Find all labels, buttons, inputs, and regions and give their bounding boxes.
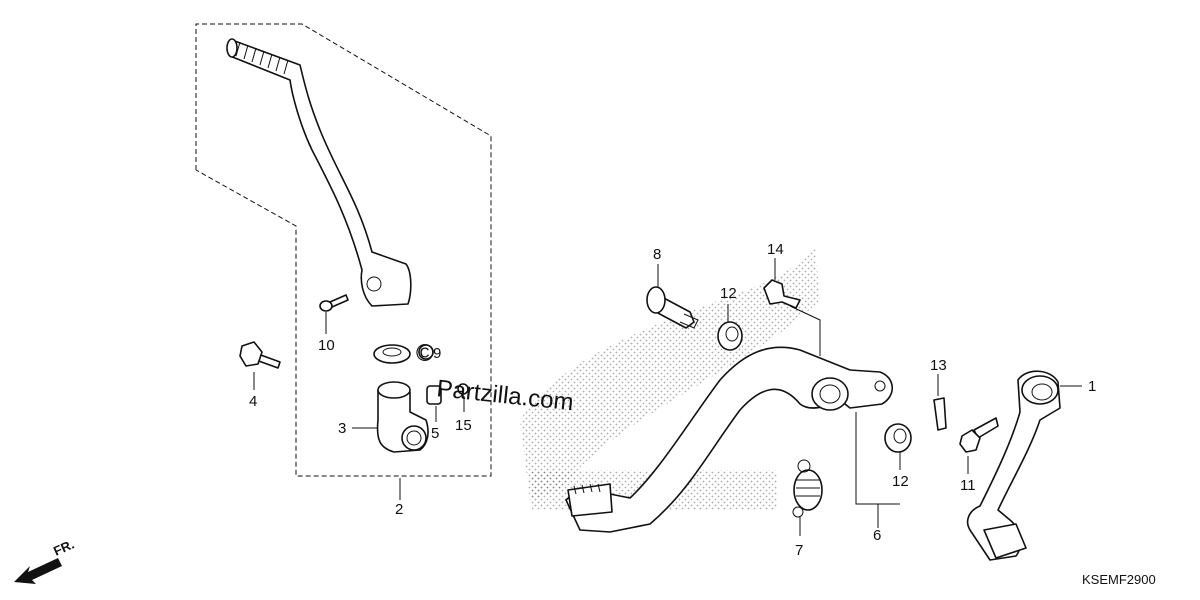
kick-starter-group-outline bbox=[195, 23, 492, 477]
flange-bolt-part-4[interactable] bbox=[239, 341, 281, 369]
cotter-pin-part-13[interactable] bbox=[933, 397, 947, 431]
collar-part-12-upper[interactable] bbox=[717, 321, 743, 351]
callout-6: 6 bbox=[873, 527, 881, 544]
pivot-bolt-part-8[interactable] bbox=[646, 286, 699, 329]
watermark-text: Partzilla.com bbox=[435, 375, 574, 416]
kick-starter-boss-part-3[interactable] bbox=[376, 381, 429, 453]
callout-5: 5 bbox=[431, 425, 439, 442]
callout-9: 9 bbox=[433, 345, 441, 362]
callout-7: 7 bbox=[795, 542, 803, 559]
callout-12-lower: 12 bbox=[892, 473, 909, 490]
washer-part-9[interactable] bbox=[373, 344, 434, 364]
callout-3: 3 bbox=[338, 420, 346, 437]
diagram-code: KSEMF2900 bbox=[1082, 572, 1156, 587]
callouts: 1 2 3 4 5 6 7 8 9 10 11 12 12 13 14 15 bbox=[249, 241, 1096, 559]
callout-14: 14 bbox=[767, 241, 784, 258]
leader-lines bbox=[253, 258, 1082, 536]
callout-12-upper: 12 bbox=[720, 285, 737, 302]
bolt-part-11[interactable] bbox=[959, 417, 999, 453]
callout-4: 4 bbox=[249, 393, 257, 410]
callout-13: 13 bbox=[930, 357, 947, 374]
brake-pedal-part-6[interactable] bbox=[565, 346, 894, 533]
ball-part-15[interactable] bbox=[457, 383, 469, 395]
callout-1: 1 bbox=[1088, 378, 1096, 395]
front-indicator: FR. bbox=[14, 537, 76, 584]
callout-2: 2 bbox=[395, 501, 403, 518]
clip-part-14[interactable] bbox=[763, 279, 801, 309]
bolt-part-10[interactable] bbox=[319, 294, 349, 312]
front-arrow-icon bbox=[14, 558, 62, 584]
return-spring-part-7[interactable] bbox=[792, 459, 823, 518]
callout-11: 11 bbox=[960, 477, 976, 494]
callout-10: 10 bbox=[318, 337, 335, 354]
watermark-icon: © bbox=[416, 340, 434, 367]
kick-starter-arm[interactable] bbox=[226, 38, 412, 307]
callout-8: 8 bbox=[653, 246, 661, 263]
callout-15: 15 bbox=[455, 417, 472, 434]
front-indicator-label: FR. bbox=[51, 537, 76, 559]
spring-part-5[interactable] bbox=[426, 385, 442, 405]
collar-part-12-lower[interactable] bbox=[884, 423, 912, 453]
gearshift-pedal-part-1[interactable] bbox=[966, 370, 1061, 561]
